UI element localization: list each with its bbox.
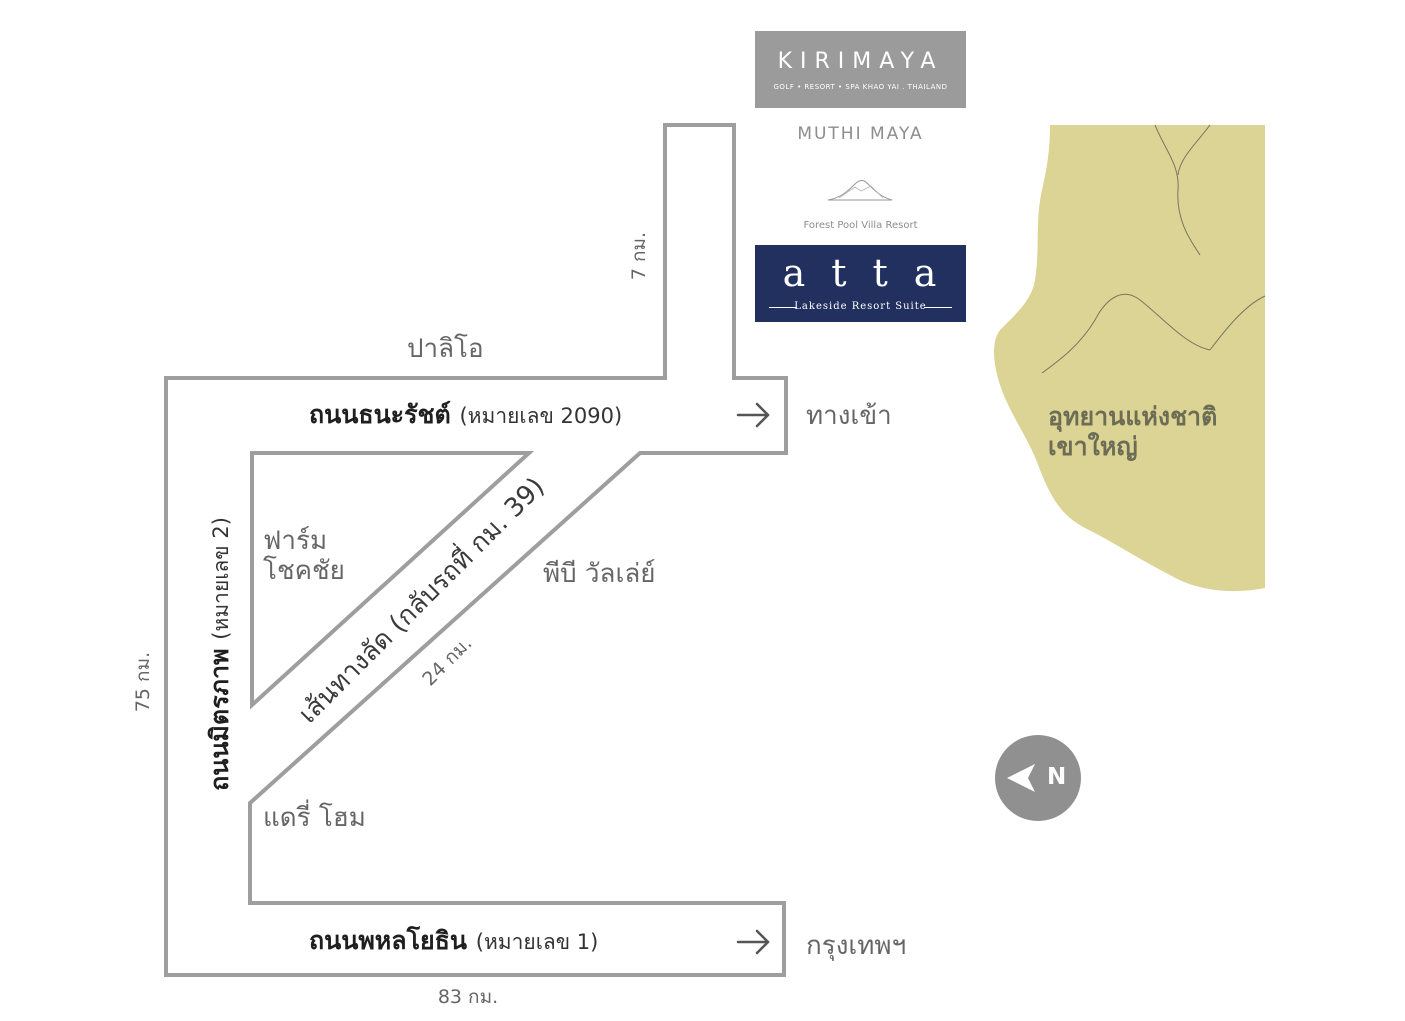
place-chokchai-farm-line1: ฟาร์ม (263, 526, 328, 556)
muthi-maya-logo: MUTHI MAYA (797, 124, 924, 144)
kirimaya-logo: KIRIMAYA GOLF • RESORT • SPA KHAO YAI . … (755, 31, 966, 108)
north-arrow-icon (1007, 764, 1035, 792)
road-inner-triangle (250, 451, 535, 710)
place-entrance: ทางเข้า (806, 401, 892, 431)
compass-label: N (1047, 764, 1067, 790)
distance-top-spur: 7 กม. (628, 231, 650, 281)
mountain-logo-icon (827, 180, 893, 201)
road-outer (164, 123, 788, 977)
place-chokchai-farm-line2: โชคชัย (263, 556, 345, 586)
arrow-right-icon (736, 402, 770, 428)
road-mittraphap-label: ถนนมิตรภาพ (หมายเลข 2) (205, 517, 234, 791)
place-dairy-home: แดรี่ โฮม (263, 803, 366, 833)
national-park-area (994, 125, 1265, 592)
arrow-right-icon (736, 929, 770, 955)
distance-left-side: 75 กม. (132, 651, 154, 713)
road-thanarat-label: ถนนธนะรัชต์ (หมายเลข 2090) (309, 400, 623, 429)
national-park-label: อุทยานแห่งชาติ เขาใหญ่ (1048, 402, 1218, 461)
place-bangkok: กรุงเทพฯ (806, 931, 907, 961)
distance-bottom: 83 กม. (437, 986, 499, 1008)
atta-logo: atta Lakeside Resort Suite (755, 245, 966, 322)
place-palio: ปาลิโอ (407, 334, 484, 364)
forest-pool-villa-logo: Forest Pool Villa Resort (803, 220, 918, 231)
north-compass: N (995, 735, 1081, 821)
place-pb-valley: พีบี วัลเล่ย์ (543, 559, 656, 589)
road-phahonyothin-label: ถนนพหลโยธิน (หมายเลข 1) (309, 926, 599, 955)
